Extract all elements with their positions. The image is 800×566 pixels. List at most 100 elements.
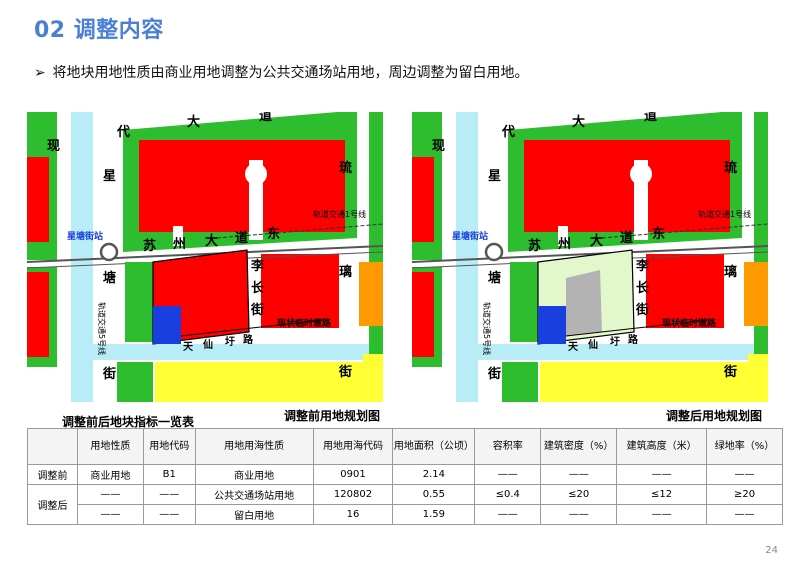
label-li: 李 [635,258,650,274]
label-jie-right: 街 [723,364,737,380]
label-liu: 琉 [339,160,352,176]
table-cell: ≤20 [540,484,618,505]
green-block-bottom-left [125,262,155,342]
table-row-after-2: —— —— 留白用地 16 1.59 —— —— —— —— [28,504,783,525]
table-title: 调整前后地块指标一览表 [62,415,195,429]
table-cell: —— [540,464,618,485]
label-xing: 星 [103,169,116,184]
bullet-text: 将地块用地性质由商业用地调整为公共交通场站用地，周边调整为留白用地。 [52,65,529,81]
table-cell: B1 [142,464,196,485]
label-jie-left: 街 [487,366,501,382]
label-zhou: 州 [557,237,571,252]
table-cell: —— [616,504,708,525]
orange-block-right [359,262,383,326]
temp-road-line [565,319,709,337]
label-tian: 天 [183,341,194,353]
label-tang: 塘 [103,270,116,286]
label-jie-li: 街 [250,302,264,318]
rail-corridor-horizontal [87,344,383,360]
label-dao: 道 [235,230,248,246]
table-row-after-1: 调整后 —— —— 公共交通场站用地 120802 0.55 ≤0.4 ≤20 … [27,484,783,525]
label-road-top-1: 现 [47,139,60,154]
label-road-top-2: 代 [116,124,130,140]
label-road-top-4: 道 [259,112,272,124]
label-dong: 东 [652,226,665,242]
yellow-block-right-bottom [363,354,383,402]
map-before-svg: 现 代 大 道 星 塘 街 琉 璃 街 苏 州 大 道 东 李 长 街 天 仙 … [27,112,383,402]
header-cell: 绿地率（%） [706,428,783,465]
yellow-block-bottom [540,362,750,402]
station-node [99,242,119,262]
label-lu: 路 [628,333,639,346]
label-metro-line: 轨道交通1号线 [698,209,751,219]
white-node-top [630,163,652,185]
green-block-bottom-left-2 [502,362,538,402]
label-road-top-1: 现 [432,139,445,154]
label-yu: 圩 [610,335,620,348]
green-block-right [369,112,383,402]
header-cell: 用地面积（公顷） [392,428,476,465]
table-cell: —— [706,464,783,485]
station-node [484,242,504,262]
table-cell: —— [616,464,708,485]
label-metro-line: 轨道交通1号线 [313,209,366,219]
commercial-block-left-bottom [412,272,434,357]
commercial-block-left-top [412,157,434,242]
transit-station-site [566,270,602,336]
table-cell: —— [474,464,542,485]
label-zhou: 州 [172,237,186,252]
header-cell [27,428,78,465]
indicator-table: 用地性质 用地代码 用地用海性质 用地用海代码 用地面积（公顷） 容积率 建筑密… [27,428,783,525]
table-cell: ≥20 [706,484,783,505]
green-block-bottom-left [510,262,540,342]
label-road-top-4: 道 [644,112,657,124]
metro-line-1 [601,223,768,239]
rail-corridor-vertical [71,112,93,402]
commercial-block-top [524,140,730,232]
rail-corridor-horizontal [472,344,768,360]
page-title: 02 调整内容 [34,18,164,43]
table-cell: 16 [312,504,394,525]
yellow-block-right-bottom [748,354,768,402]
yellow-block-bottom [155,362,365,402]
row-label-after: 调整后 [27,484,78,525]
green-block-bottom-left-2 [117,362,153,402]
table-cell: 0.55 [392,484,476,505]
table-row-before: 调整前 商业用地 B1 商业用地 0901 2.14 —— —— —— —— [27,464,783,485]
label-temp-road: 现状临时道路 [662,317,717,329]
caption-after-map: 调整后用地规划图 [666,409,763,423]
label-station: 星塘街站 [452,230,488,242]
table-cell: 1.59 [392,504,476,525]
table-cell: 商业用地 [76,464,144,485]
label-da: 大 [205,233,218,249]
label-liu: 琉 [724,160,737,176]
rail-corridor-vertical [456,112,478,402]
header-cell: 建筑密度（%） [540,428,618,465]
caption-before-map: 调整前用地规划图 [284,409,381,423]
road-suzhou [27,245,383,263]
table-header-row: 用地性质 用地代码 用地用海性质 用地用海代码 用地面积（公顷） 容积率 建筑密… [27,428,783,465]
table-cell: 0901 [312,464,394,485]
label-dong: 东 [267,226,280,242]
label-xian: 仙 [203,338,213,351]
label-li: 李 [250,258,265,274]
label-su: 苏 [143,238,156,254]
label-dao: 道 [620,230,633,246]
table-cell: ≤0.4 [474,484,542,505]
arrow-bullet-icon: ➢ [34,65,46,81]
label-jie-right: 街 [338,364,352,380]
label-xing: 星 [488,169,501,184]
row-label-before: 调整前 [27,464,78,485]
table-cell: —— [76,504,144,525]
label-road-top-3: 大 [187,114,200,130]
table-cell: ≤12 [616,484,708,505]
label-chang: 长 [251,280,265,296]
label-jie-left: 街 [102,366,116,382]
header-cell: 容积率 [474,428,542,465]
metro-line-1 [216,223,383,239]
label-da: 大 [590,233,603,249]
label-tian: 天 [568,341,579,353]
table-cell: —— [706,504,783,525]
label-yu: 圩 [225,335,235,348]
label-metro-line-v: 轨道交通5号线 [482,302,492,355]
